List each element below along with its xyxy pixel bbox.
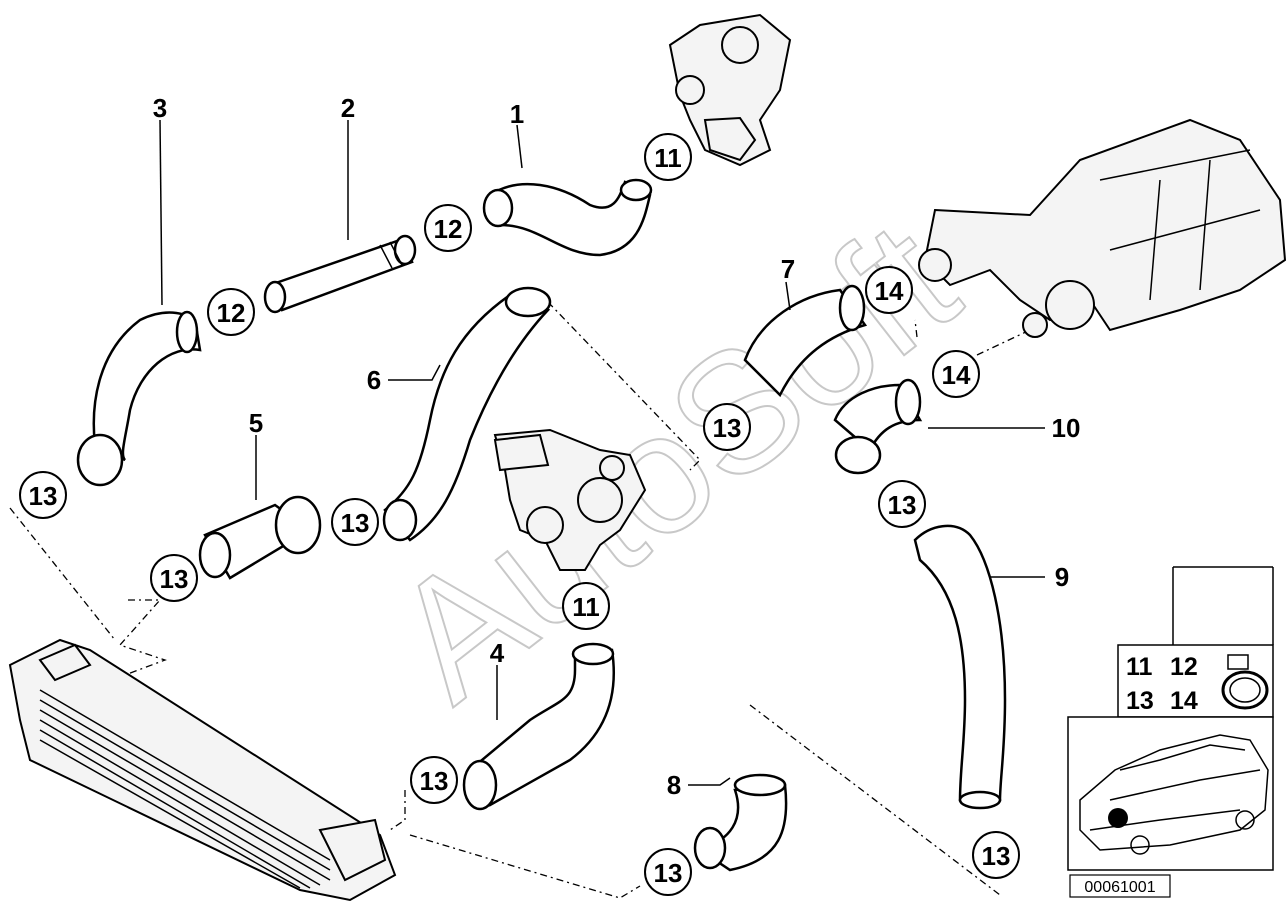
- svg-text:13: 13: [160, 564, 189, 594]
- callout-14-bottom: 14: [932, 350, 980, 398]
- svg-text:13: 13: [888, 490, 917, 520]
- part-label-2: 2: [341, 93, 355, 123]
- callout-11-top: 11: [644, 133, 692, 181]
- callout-13-e: 13: [878, 480, 926, 528]
- callout-13-g: 13: [644, 848, 692, 896]
- svg-text:11: 11: [654, 143, 682, 173]
- svg-text:13: 13: [420, 766, 449, 796]
- svg-text:13: 13: [713, 413, 742, 443]
- hose-3: [76, 310, 202, 487]
- legend-box: 11 12 13 14: [1117, 566, 1274, 718]
- leader-lines: [159, 119, 1045, 786]
- hose-6: [382, 286, 552, 542]
- part-label-7: 7: [781, 254, 795, 284]
- svg-text:14: 14: [875, 276, 904, 306]
- part-label-6: 6: [367, 365, 381, 395]
- callout-13-f: 13: [410, 756, 458, 804]
- part-labels: 1 2 3 4 5 6 7 8 9 10: [153, 93, 1081, 800]
- svg-text:12: 12: [434, 214, 463, 244]
- part-label-3: 3: [153, 93, 167, 123]
- svg-text:13: 13: [654, 858, 683, 888]
- callout-12-left: 12: [207, 288, 255, 336]
- car-thumbnail: [1067, 716, 1274, 871]
- callouts: 11 12 12 11 13 13 13 13 13 13 13 13 13 1…: [19, 133, 1020, 896]
- hose-10: [833, 378, 923, 475]
- callout-13-c: 13: [331, 498, 379, 546]
- svg-text:13: 13: [29, 481, 58, 511]
- hose-2: [263, 234, 417, 314]
- part-label-5: 5: [249, 408, 263, 438]
- turbocharger-top: [668, 13, 792, 167]
- callout-13-d: 13: [703, 403, 751, 451]
- part-label-4: 4: [490, 638, 505, 668]
- hose-8: [693, 773, 788, 872]
- callout-13-h: 13: [972, 831, 1020, 879]
- callout-13-b: 13: [150, 554, 198, 602]
- turbocharger-middle: [493, 428, 647, 571]
- part-label-10: 10: [1052, 413, 1081, 443]
- reference-text: 00061001: [1084, 879, 1155, 896]
- intake-manifold: [918, 118, 1287, 338]
- part-label-9: 9: [1055, 562, 1069, 592]
- svg-text:13: 13: [982, 841, 1011, 871]
- hose-1: [482, 178, 653, 257]
- callout-11-bottom: 11: [562, 582, 610, 630]
- svg-text:11: 11: [572, 592, 600, 622]
- hose-clamp-icon: [1221, 654, 1269, 710]
- reference-number: 00061001: [1069, 874, 1171, 898]
- legend-13: 13: [1126, 687, 1154, 715]
- hose-4: [462, 642, 615, 811]
- legend-14: 14: [1170, 687, 1198, 715]
- part-label-1: 1: [510, 99, 524, 129]
- svg-text:14: 14: [942, 360, 971, 390]
- callout-12-mid: 12: [424, 204, 472, 252]
- callout-14-top: 14: [865, 266, 913, 314]
- svg-text:13: 13: [341, 508, 370, 538]
- hose-5: [198, 495, 322, 580]
- svg-text:12: 12: [217, 298, 246, 328]
- connection-lines: [9, 301, 1031, 899]
- callout-13-a: 13: [19, 471, 67, 519]
- intercooler: [8, 638, 397, 902]
- hose-7: [743, 284, 868, 398]
- legend-12: 12: [1170, 653, 1198, 681]
- hose-9: [913, 524, 1007, 810]
- part-label-8: 8: [667, 770, 681, 800]
- legend-11: 11: [1126, 653, 1153, 681]
